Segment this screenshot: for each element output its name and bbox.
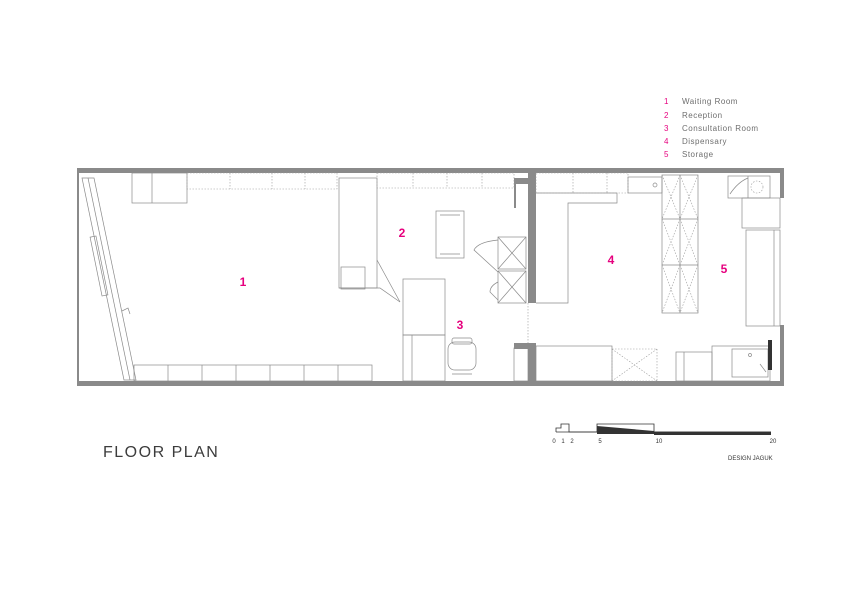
scale-tick-2: 2 bbox=[570, 439, 574, 445]
legend-number-5: 5 bbox=[664, 150, 669, 159]
entrance-door bbox=[89, 235, 109, 297]
right-wall-bottom bbox=[780, 325, 784, 386]
waiting-bench bbox=[133, 364, 373, 382]
cabinet-door-swing bbox=[473, 239, 499, 273]
storage-door-jamb bbox=[768, 340, 772, 370]
dispensary bbox=[535, 172, 699, 382]
room-numbers: 1 2 3 4 5 bbox=[240, 226, 728, 332]
partition-wall-lower bbox=[528, 343, 536, 381]
storage-unit bbox=[741, 197, 781, 229]
utility-sink-frame bbox=[711, 345, 771, 382]
legend-label-reception: Reception bbox=[682, 111, 723, 120]
room-number-dispensary: 4 bbox=[608, 253, 615, 267]
legend-number-4: 4 bbox=[664, 137, 669, 146]
scale-bar-outline bbox=[555, 423, 771, 433]
storage-shelf bbox=[727, 175, 771, 199]
consultation-cupboard bbox=[513, 347, 529, 382]
upper-shelving bbox=[186, 172, 338, 190]
door-swing-mark bbox=[121, 307, 131, 315]
room-number-consultation-room: 3 bbox=[457, 318, 464, 332]
room-number-storage: 5 bbox=[721, 262, 728, 276]
scale-bar-fill bbox=[597, 426, 654, 434]
scale-tick-0: 0 bbox=[552, 439, 556, 445]
scale-bar: 0 1 2 5 10 20 bbox=[552, 423, 777, 445]
room-number-reception: 2 bbox=[399, 226, 406, 240]
legend-number-1: 1 bbox=[664, 97, 669, 106]
cabinet-upper bbox=[497, 236, 527, 270]
partition-stub-top bbox=[514, 178, 528, 184]
legend-label-dispensary: Dispensary bbox=[682, 137, 727, 146]
upper-counter bbox=[131, 172, 188, 204]
lower-storage-box bbox=[611, 348, 658, 382]
cabinet-lower bbox=[497, 270, 527, 304]
right-wall-top bbox=[780, 168, 784, 198]
reception-base bbox=[340, 266, 366, 290]
consultation-desk bbox=[402, 278, 446, 336]
partition-wall-upper bbox=[528, 173, 536, 303]
storage bbox=[675, 175, 781, 382]
bottom-wall bbox=[77, 381, 784, 386]
scale-tick-10: 10 bbox=[656, 439, 663, 445]
reception bbox=[338, 172, 529, 343]
storage-rack bbox=[745, 229, 781, 327]
reception-shelving bbox=[376, 172, 515, 189]
legend-label-waiting-room: Waiting Room bbox=[682, 97, 738, 106]
legend-label-consultation-room: Consultation Room bbox=[682, 124, 759, 133]
legend: 1 Waiting Room 2 Reception 3 Consultatio… bbox=[664, 97, 759, 159]
entrance-glazing bbox=[81, 177, 137, 381]
reception-column bbox=[338, 177, 378, 289]
room-number-waiting-room: 1 bbox=[240, 275, 247, 289]
waiting-room bbox=[81, 172, 373, 382]
lower-cabinet bbox=[535, 345, 613, 382]
storage-cabinet bbox=[675, 351, 713, 382]
reception-counter-edge bbox=[339, 287, 401, 303]
partition-jamb-top bbox=[514, 183, 516, 208]
legend-number-2: 2 bbox=[664, 111, 669, 120]
scale-tick-1: 1 bbox=[561, 439, 565, 445]
dispensary-shelving bbox=[535, 172, 629, 194]
left-wall bbox=[77, 168, 79, 386]
scale-tick-5: 5 bbox=[598, 439, 602, 445]
scale-tick-20: 20 bbox=[770, 439, 777, 445]
reception-desk bbox=[435, 210, 465, 259]
legend-number-3: 3 bbox=[664, 124, 669, 133]
consultation-room bbox=[402, 278, 529, 382]
dispensary-counter bbox=[536, 192, 618, 304]
consultation-chair bbox=[447, 341, 477, 371]
partition-stub-bottom bbox=[514, 343, 528, 349]
outer-walls bbox=[77, 168, 784, 386]
legend-label-storage: Storage bbox=[682, 150, 714, 159]
plan-title: FLOOR PLAN bbox=[103, 444, 219, 461]
consultation-cabinet bbox=[402, 334, 446, 382]
top-wall bbox=[77, 168, 784, 173]
design-credit: DESIGN JAGUK bbox=[728, 456, 773, 462]
